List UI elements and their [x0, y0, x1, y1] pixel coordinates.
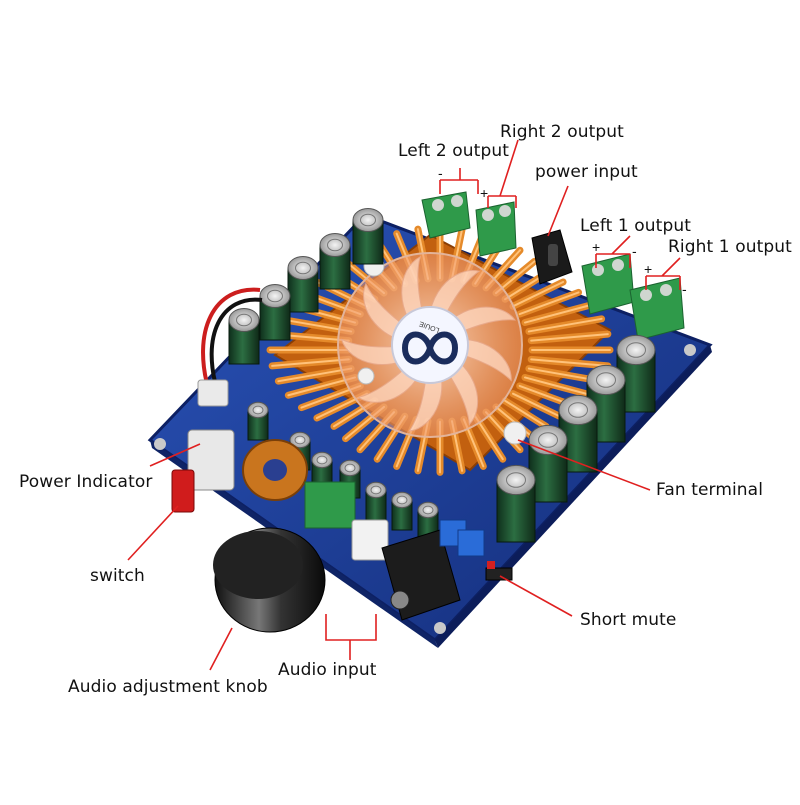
label-switch: switch — [90, 566, 145, 586]
label-short-mute: Short mute — [580, 610, 677, 630]
capacitor — [247, 401, 269, 441]
capacitor — [319, 232, 351, 290]
svg-text:-: - — [632, 243, 637, 259]
capacitor — [352, 207, 384, 265]
toroid-inductor — [242, 439, 308, 501]
terminal-right1 — [629, 277, 685, 341]
power-lead-wires — [201, 287, 261, 396]
capacitor — [287, 255, 319, 313]
fan-connector — [197, 379, 229, 407]
capacitor — [228, 307, 260, 365]
terminal-left2 — [421, 191, 471, 239]
label-right1-output: Right 1 output — [668, 237, 792, 257]
label-power-input: power input — [535, 162, 638, 182]
polarity-marks: -+ +- +- — [438, 165, 687, 297]
mute-header — [485, 567, 513, 581]
svg-text:+: + — [644, 261, 652, 277]
label-audio-adjustment-knob: Audio adjustment knob — [68, 677, 268, 697]
capacitor — [391, 491, 413, 531]
svg-text:-: - — [682, 281, 687, 297]
callout-lines — [127, 139, 681, 671]
power-jack — [531, 229, 573, 285]
svg-text:+: + — [480, 185, 488, 201]
volume-knob — [213, 481, 356, 633]
label-left2-output: Left 2 output — [398, 141, 509, 161]
label-right2-output: Right 2 output — [500, 122, 624, 142]
capacitor — [496, 464, 536, 543]
infinity-logo-icon — [401, 331, 459, 365]
capacitor — [365, 481, 387, 521]
svg-text:+: + — [592, 239, 600, 255]
audio-header — [351, 519, 389, 561]
label-power-indicator: Power Indicator — [19, 472, 153, 492]
terminal-left1 — [581, 253, 635, 315]
cooling-fan: LOUIE — [337, 252, 523, 438]
label-audio-input: Audio input — [278, 660, 377, 680]
audio-jack — [381, 529, 461, 621]
label-left1-output: Left 1 output — [580, 216, 691, 236]
terminal-right2 — [475, 201, 517, 257]
capacitor — [259, 283, 291, 341]
label-fan-terminal: Fan terminal — [656, 480, 764, 500]
svg-text:-: - — [438, 165, 443, 181]
